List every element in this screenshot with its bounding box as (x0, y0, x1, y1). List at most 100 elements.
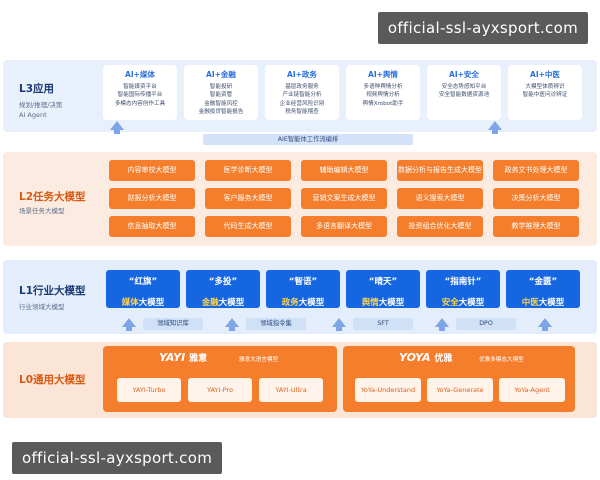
up-arrow-icon (488, 121, 502, 134)
l3-category-finance: AI+金融 智能投研 智能资管 金融智能风控 金融投贷智能报告 (184, 65, 258, 120)
l2-model-box: 辅助编辑大模型 (301, 160, 387, 181)
domain-instruction-pill: 领域指令集 (246, 318, 306, 330)
l3-item: 智能媒资平台 (123, 84, 157, 90)
l3-category-government: AI+政务 基层政务服务 产业链智能分析 企业经营风险识别 税务智能稽查 (265, 65, 339, 120)
l1-card-codename: “多投” (208, 277, 238, 287)
l1-card-suffix: 大模型 (218, 298, 245, 308)
yayi-subtitle: 雅意大语言模型 (239, 357, 279, 363)
l2-subtitle: 场景任务大模型 (19, 207, 65, 215)
l3-item: 产业链智能分析 (282, 92, 322, 99)
yayi-model-chip: YAYI-Turbo (117, 378, 181, 402)
l3-category-head: AI+政务 (287, 70, 317, 79)
l3-item: 智能中医问诊辨证 (522, 92, 568, 99)
l3-item: 视频舆情分析 (366, 92, 400, 99)
l2-model-box: 决策分析大模型 (493, 188, 579, 209)
l1-card-suffix: 大模型 (138, 298, 165, 308)
layer-l3-application: L3应用 规划/推理/决策 AI Agent AI+媒体 智能媒资平台 智能国际… (3, 60, 597, 134)
l2-model-box: 教学推理大模型 (493, 216, 579, 237)
l1-card-domain: 金融 (201, 298, 219, 308)
l1-title: L1行业大模型 (19, 285, 86, 297)
layer-l2-task-models: L2任务大模型 场景任务大模型 内容审校大模型 医学诊断大模型 辅助编辑大模型 … (3, 152, 597, 246)
l3-item: 金融智能风控 (204, 100, 238, 107)
l3-title: L3应用 (19, 83, 54, 95)
l3-item: 多语种舆情分析 (363, 84, 403, 90)
l3-subtitle-2: AI Agent (19, 111, 47, 119)
l1-card-suffix: 大模型 (458, 298, 485, 308)
yayi-model-chip: YAYI-Pro (188, 378, 252, 402)
watermark-bottom: official-ssl-ayxsport.com (12, 442, 223, 474)
l1-card-codename: “红旗” (128, 277, 158, 287)
watermark-top: official-ssl-ayxsport.com (377, 12, 588, 44)
layer-l0-general-models: L0通用大模型 YAYI 雅意 雅意大语言模型 YAYI-Turbo YAYI-… (3, 342, 597, 418)
l3-subtitle-1: 规划/推理/决策 (19, 101, 63, 109)
yoya-model-panel: YOYA 优雅 优雅多模态大模型 YoYa-Understand YoYa-Ge… (343, 346, 575, 412)
l1-card-domain: 舆情 (361, 298, 379, 308)
l1-model-card-media: “红旗” 媒体大模型 (106, 270, 180, 308)
dpo-pill: DPO (456, 318, 516, 330)
architecture-diagram: L3应用 规划/推理/决策 AI Agent AI+媒体 智能媒资平台 智能国际… (3, 60, 597, 418)
l1-model-card-finance: “多投” 金融大模型 (186, 270, 260, 308)
l2-model-box: 信息抽取大模型 (109, 216, 195, 237)
yoya-model-chip: YoYa-Agent (499, 378, 565, 402)
l1-card-codename: “指南针” (444, 277, 482, 287)
l2-model-box: 数据分析与报告生成大模型 (397, 160, 483, 181)
up-arrow-icon (225, 318, 239, 331)
l2-title: L2任务大模型 (19, 191, 86, 203)
l3-category-head: AI+安全 (449, 70, 479, 79)
l1-card-domain: 媒体 (121, 298, 139, 308)
domain-knowledge-pill: 领域知识库 (143, 318, 203, 330)
l1-model-card-government: “智语” 政务大模型 (266, 270, 340, 308)
l2-model-box: 代码生成大模型 (205, 216, 291, 237)
l1-model-card-sentiment: “晴天” 舆情大模型 (346, 270, 420, 308)
l3-item: 安全态势感知平台 (441, 84, 487, 90)
l1-card-suffix: 大模型 (298, 298, 325, 308)
yoya-logo: YOYA 优雅 (399, 351, 453, 364)
yayi-logo: YAYI 雅意 (159, 351, 208, 364)
l1-card-codename: “晴天” (368, 277, 398, 287)
l3-category-security: AI+安全 安全态势感知平台 安全智能数据资源池 (427, 65, 501, 120)
layer-l1-industry-models: L1行业大模型 行业领域大模型 “红旗” 媒体大模型 “多投” 金融大模型 “智… (3, 260, 597, 334)
yoya-subtitle: 优雅多模态大模型 (479, 357, 524, 363)
l3-item: 基层政务服务 (285, 84, 319, 90)
l0-title: L0通用大模型 (19, 374, 86, 386)
l1-model-card-security: “指南针” 安全大模型 (426, 270, 500, 308)
l3-item: 智能国际传播平台 (117, 92, 163, 99)
l1-card-domain: 中医 (521, 298, 539, 308)
l3-item: 企业经营风险识别 (279, 100, 325, 107)
l1-card-suffix: 大模型 (538, 298, 565, 308)
l2-model-box: 内容审校大模型 (109, 160, 195, 181)
up-arrow-icon (538, 318, 552, 331)
l3-item: 税务智能稽查 (285, 109, 319, 116)
l1-subtitle: 行业领域大模型 (19, 303, 65, 311)
yayi-model-chip: YAYI-Ultra (259, 378, 323, 402)
l3-category-head: AI+金融 (206, 70, 236, 79)
l3-item: 大模型体质辨识 (525, 84, 565, 90)
l3-item: 舆情Xrobot助手 (362, 100, 404, 107)
l2-model-box: 客户服务大模型 (205, 188, 291, 209)
sft-pill: SFT (353, 318, 413, 330)
l3-category-head: AI+媒体 (125, 70, 155, 79)
l2-model-box: 投资组合优化大模型 (397, 216, 483, 237)
l1-model-card-medicine: “金匮” 中医大模型 (506, 270, 580, 308)
l1-card-codename: “金匮” (528, 277, 558, 287)
l1-card-suffix: 大模型 (378, 298, 405, 308)
l1-card-domain: 政务 (281, 298, 299, 308)
l3-category-sentiment: AI+舆情 多语种舆情分析 视频舆情分析 舆情Xrobot助手 (346, 65, 420, 120)
l2-model-box: 政务文书处理大模型 (493, 160, 579, 181)
workflow-orchestration-label: AIE智能体工作流编排 (203, 134, 413, 145)
l3-item: 安全智能数据资源池 (438, 92, 490, 99)
l2-model-box: 多语言翻译大模型 (301, 216, 387, 237)
yoya-model-chip: YoYa-Generate (427, 378, 493, 402)
l2-model-box: 医学诊断大模型 (205, 160, 291, 181)
l2-model-box: 语义搜索大模型 (397, 188, 483, 209)
l1-card-codename: “智语” (288, 277, 318, 287)
l3-category-head: AI+舆情 (368, 70, 398, 79)
yayi-model-panel: YAYI 雅意 雅意大语言模型 YAYI-Turbo YAYI-Pro YAYI… (103, 346, 337, 412)
l2-model-box: 财报分析大模型 (109, 188, 195, 209)
up-arrow-icon (110, 121, 124, 134)
l3-category-media: AI+媒体 智能媒资平台 智能国际传播平台 多模态内容创作工具 (103, 65, 177, 120)
up-arrow-icon (332, 318, 346, 331)
l3-category-medicine: AI+中医 大模型体质辨识 智能中医问诊辨证 (508, 65, 582, 120)
l3-item: 智能投研 (209, 84, 233, 90)
l3-item: 智能资管 (209, 92, 233, 99)
